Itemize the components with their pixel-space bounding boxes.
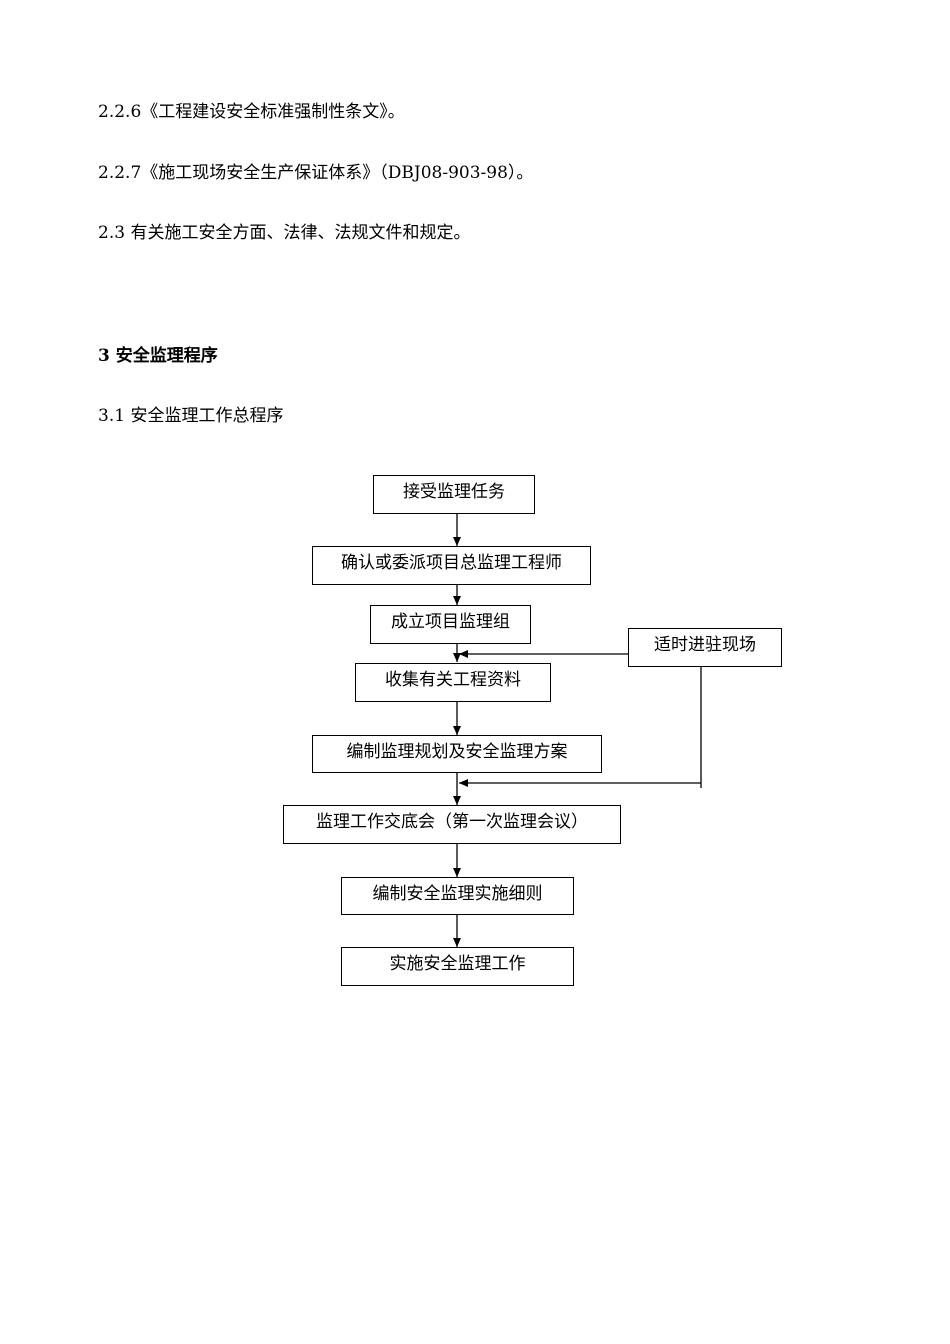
step-appoint-chief-engineer: 确认或委派项目总监理工程师 (312, 546, 591, 585)
para-2-3: 2.3 有关施工安全方面、法律、法规文件和规定。 (98, 223, 471, 243)
step-enter-site: 适时进驻现场 (628, 628, 782, 667)
para-3-1: 3.1 安全监理工作总程序 (98, 406, 284, 426)
step-accept-task: 接受监理任务 (373, 475, 535, 514)
step-prepare-plan: 编制监理规划及安全监理方案 (312, 735, 602, 773)
step-implement-supervision: 实施安全监理工作 (341, 947, 574, 986)
section-heading-3: 3 安全监理程序 (98, 346, 218, 366)
step-briefing-meeting: 监理工作交底会（第一次监理会议） (283, 805, 621, 844)
para-2-2-6: 2.2.6《工程建设安全标准强制性条文》。 (98, 102, 405, 122)
step-form-team: 成立项目监理组 (370, 605, 531, 644)
para-2-2-7: 2.2.7《施工现场安全生产保证体系》（DBJ08-903-98）。 (98, 163, 534, 183)
step-implementation-rules: 编制安全监理实施细则 (341, 877, 574, 915)
step-collect-data: 收集有关工程资料 (355, 663, 551, 702)
